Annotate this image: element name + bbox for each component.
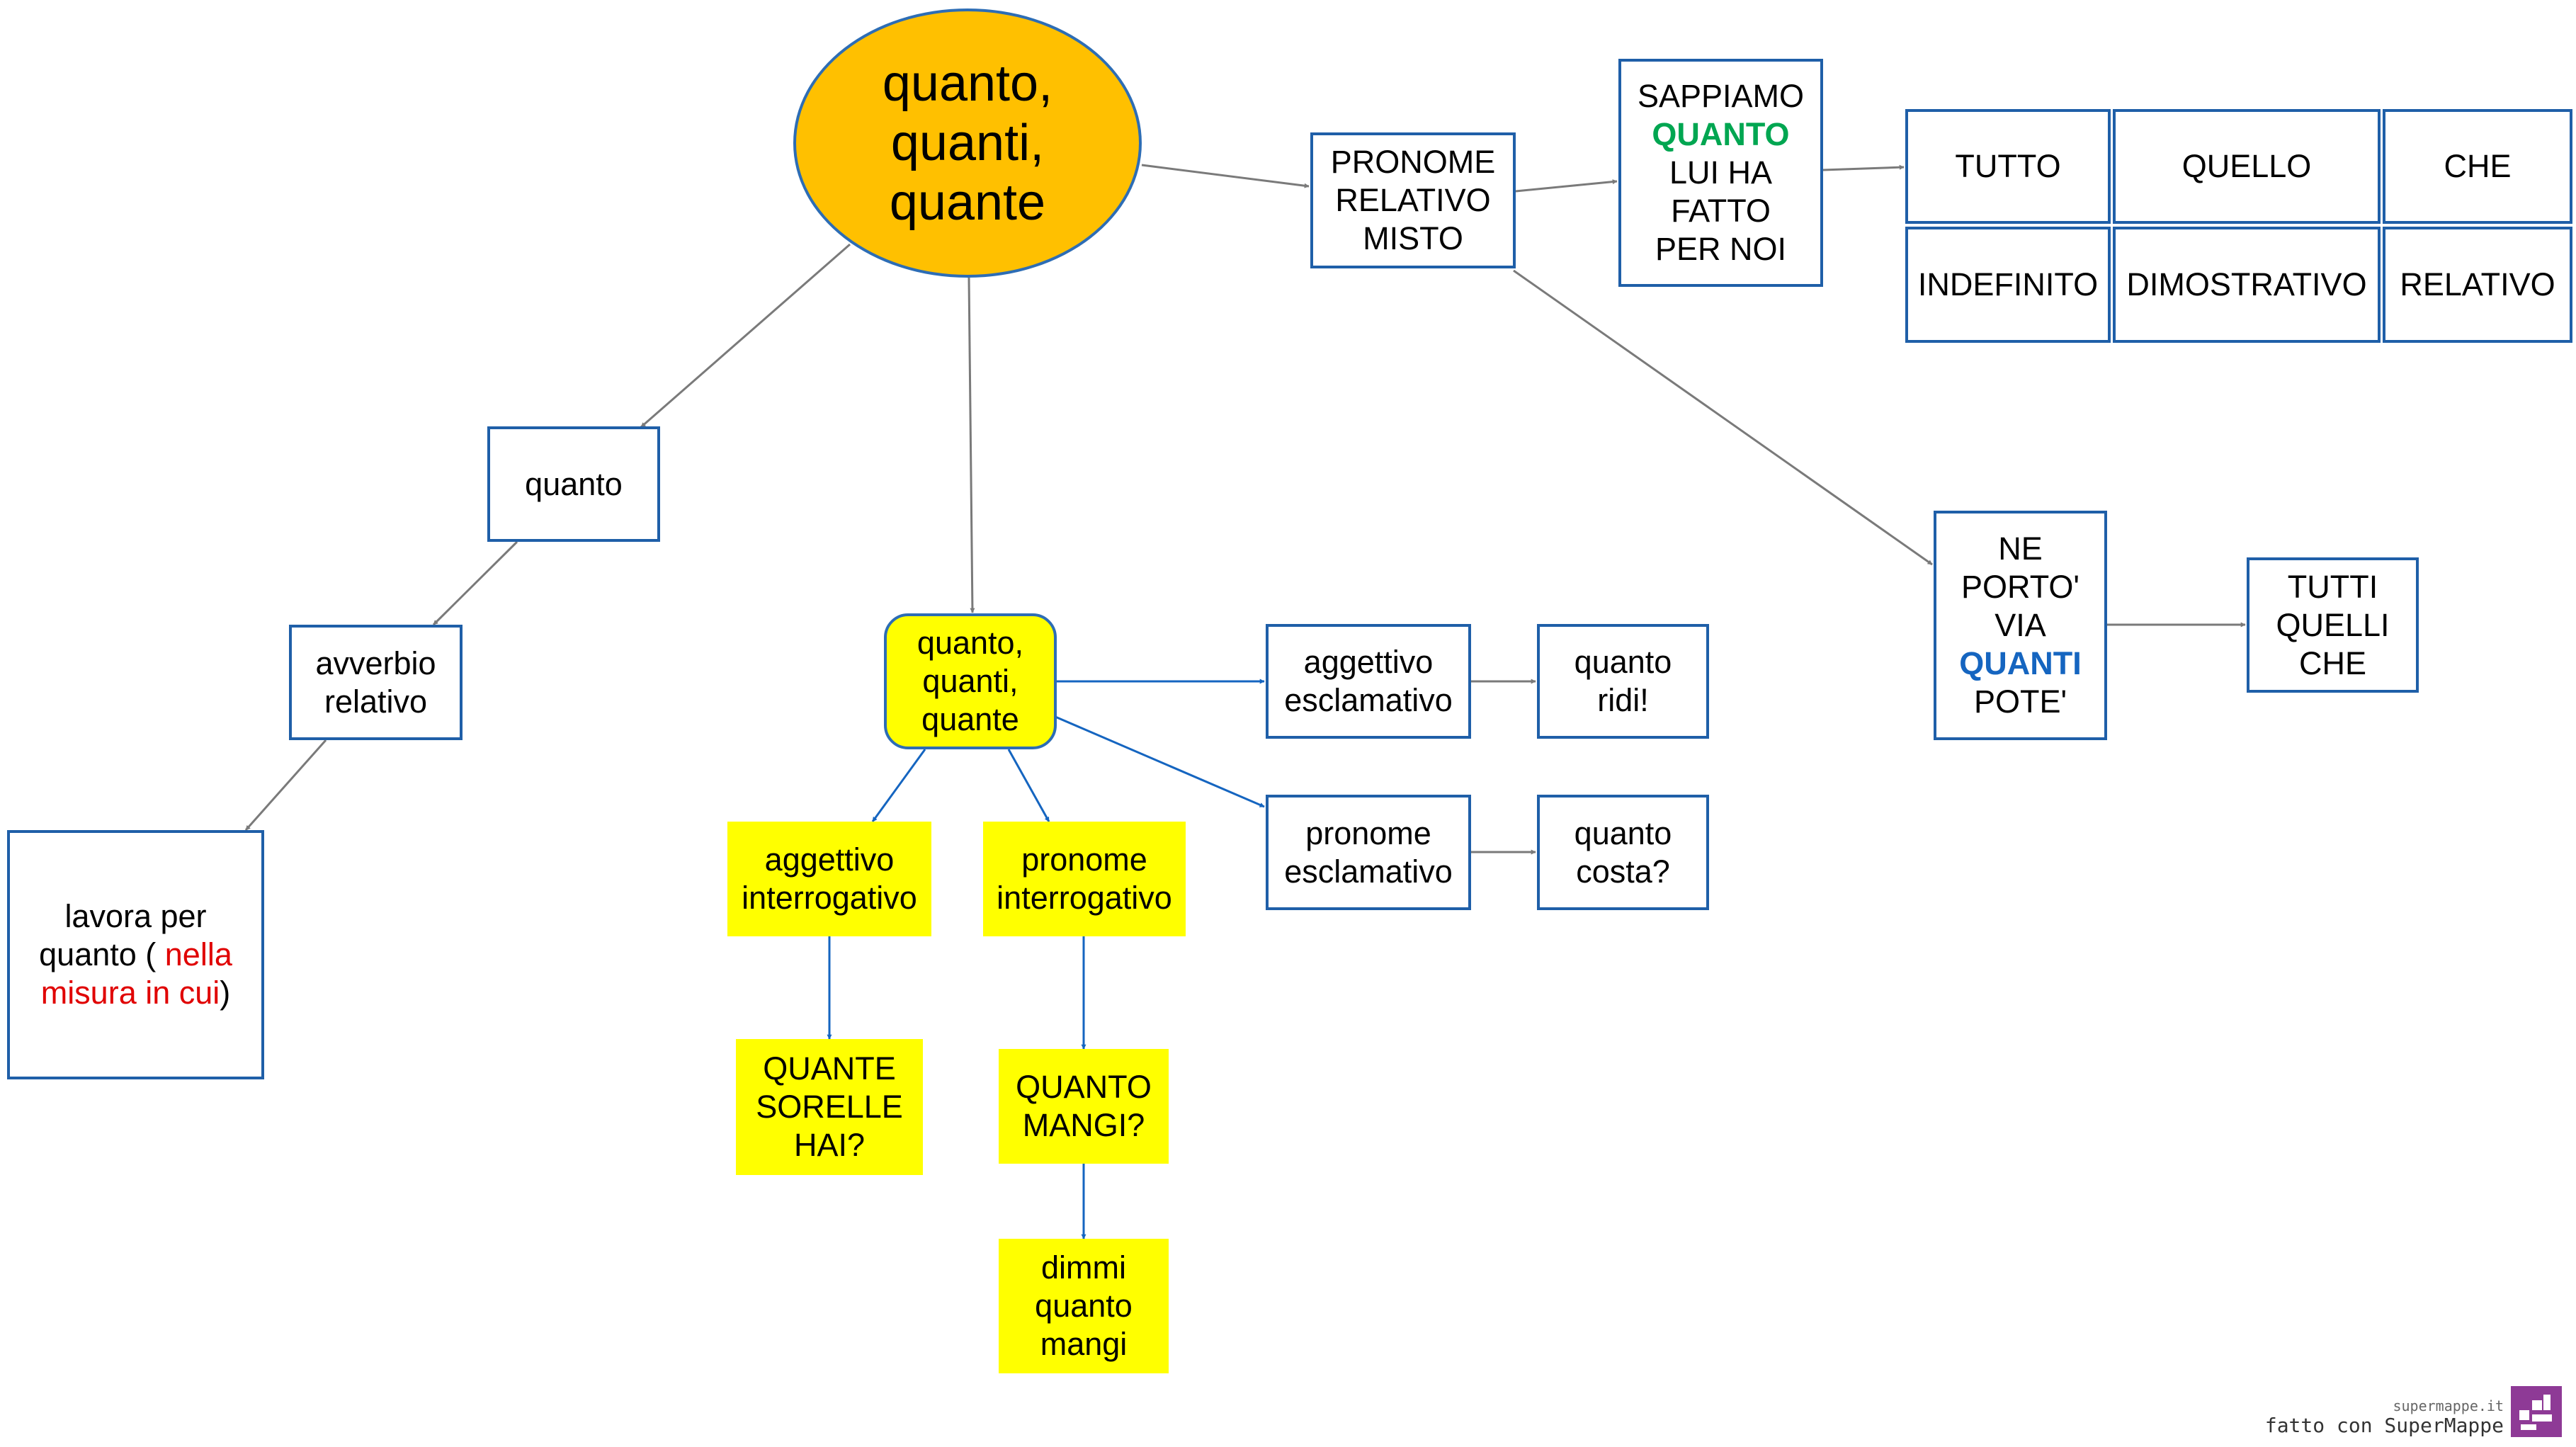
edge-pronome-to-sappiamo [1515, 179, 1618, 193]
edge-sub-to-agg-interr [871, 749, 926, 822]
grid-tutto[interactable]: TUTTO [1905, 109, 2111, 224]
footer-branding: supermappe.it fatto con SuperMappe [2265, 1386, 2562, 1437]
grid-che[interactable]: CHE [2383, 109, 2572, 224]
edge-sappiamo-to-grid [1822, 164, 1905, 171]
aggettivo-interrogativo-node[interactable]: aggettivo interrogativo [727, 822, 931, 936]
grid-dimostrativo[interactable]: DIMOSTRATIVO [2113, 227, 2381, 343]
footer-site: supermappe.it [2393, 1397, 2504, 1414]
lavora-per-quanto-node[interactable]: lavora per quanto ( nella misura in cui) [7, 830, 264, 1079]
quanto-label: quanto [525, 465, 623, 502]
avverbio-relativo-node[interactable]: avverbio relativo [289, 625, 463, 740]
edge-sub-to-pron-escl [1055, 715, 1265, 808]
edge-quanto-to-avverbio [432, 540, 518, 626]
supermappe-logo-icon [2511, 1386, 2562, 1437]
dimmi-quanto-mangi-node[interactable]: dimmi quanto mangi [999, 1239, 1169, 1373]
footer-label: fatto con SuperMappe [2264, 1414, 2504, 1437]
ne-porto-via-node[interactable]: NE PORTO' VIA QUANTI POTE' [1934, 511, 2107, 740]
edge-center-to-pronome-relativo [1141, 164, 1310, 188]
pronome-esclamativo-node[interactable]: pronome esclamativo [1266, 795, 1471, 910]
edge-sub-to-pron-interr [1007, 749, 1050, 822]
central-node[interactable]: quanto, quanti, quante [793, 8, 1142, 278]
pronome-interrogativo-node[interactable]: pronome interrogativo [983, 822, 1186, 936]
quanto-ridi-node[interactable]: quanto ridi! [1537, 624, 1709, 739]
edge-center-to-quanto [640, 243, 851, 429]
quante-sorelle-node[interactable]: QUANTE SORELLE HAI? [736, 1039, 923, 1175]
sub-center-node[interactable]: quanto, quanti, quante [884, 613, 1057, 749]
quanto-costa-node[interactable]: quanto costa? [1537, 795, 1709, 910]
edge-center-to-subcenter [968, 277, 975, 613]
pronome-relativo-misto-node[interactable]: PRONOME RELATIVO MISTO [1310, 132, 1516, 268]
grid-relativo[interactable]: RELATIVO [2383, 227, 2572, 343]
edge-pronome-to-ne-porto [1513, 269, 1933, 566]
edge-avverbio-to-lavora [244, 739, 327, 831]
aggettivo-esclamativo-node[interactable]: aggettivo esclamativo [1266, 624, 1471, 739]
quanto-mangi-node[interactable]: QUANTO MANGI? [999, 1049, 1169, 1164]
grid-quello[interactable]: QUELLO [2113, 109, 2381, 224]
sappiamo-quanto-node[interactable]: SAPPIAMO QUANTO LUI HA FATTO PER NOI [1618, 59, 1823, 287]
tutti-quelli-che-node[interactable]: TUTTI QUELLI CHE [2247, 557, 2419, 693]
quanto-node[interactable]: quanto [487, 426, 660, 542]
grid-indefinito[interactable]: INDEFINITO [1905, 227, 2111, 343]
